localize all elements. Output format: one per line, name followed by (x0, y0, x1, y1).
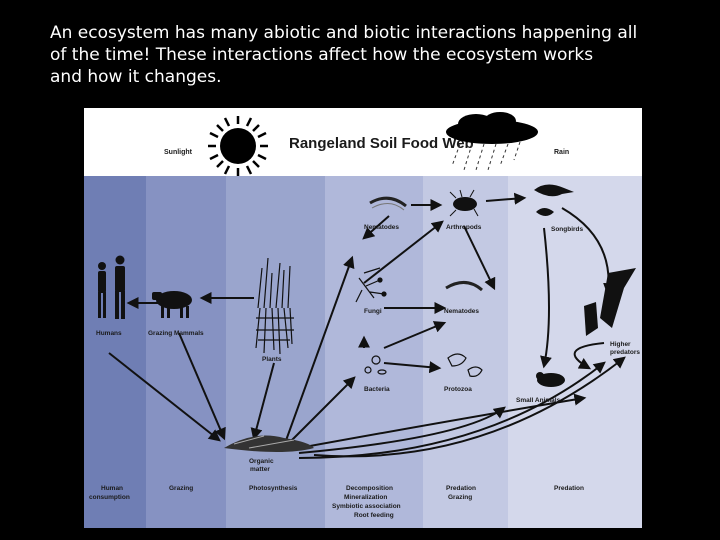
arrow-arthropods-down (463, 225, 496, 291)
songbirds-label: Songbirds (551, 226, 584, 233)
bottom-human-2: consumption (89, 494, 130, 501)
fungi-icon (355, 267, 387, 303)
food-web-diagram: Sunlight Rangeland Soil Food Web Rain (84, 108, 642, 528)
bacteria-icon (364, 355, 387, 375)
arrow-organic-to-fungi (283, 255, 355, 447)
arrow-predators-small (573, 342, 605, 370)
cow-icon (152, 291, 192, 318)
band-grazing (146, 176, 226, 528)
band-human (84, 176, 146, 528)
arrow-nematodes-up (362, 215, 390, 240)
arrow-humans-to-organic (108, 352, 221, 442)
band-predation-grazing (423, 176, 508, 528)
organic-matter-label-1: Organic (249, 458, 274, 465)
organic-matter-label-2: matter (250, 466, 270, 473)
rain-cloud-icon (446, 112, 538, 171)
arrow-plants-to-organic (250, 362, 275, 441)
sunlight-label: Sunlight (164, 149, 193, 156)
humans-icon (98, 255, 125, 319)
diagram-header (84, 108, 642, 176)
arrow-arthropods-to-songbirds (485, 192, 527, 205)
bottom-grazing: Grazing (169, 485, 193, 492)
band-photosynthesis (226, 176, 325, 528)
bottom-symbiotic: Symbiotic association (332, 503, 401, 510)
arrow-bacteria-to-protozoa (383, 361, 442, 374)
grazing-mammals-label: Grazing Mammals (148, 330, 204, 337)
arthropods-label: Arthropods (446, 224, 482, 231)
fungi-label: Fungi (364, 308, 382, 315)
nematodes-top-label: Nematodes (364, 224, 399, 231)
bottom-root-feeding: Root feeding (354, 512, 394, 519)
small-animals-label: Small Animals (516, 397, 561, 404)
plants-label: Plants (262, 356, 282, 363)
bottom-grazing-2: Grazing (448, 494, 472, 501)
bottom-predation-1: Predation (446, 485, 476, 492)
arrow-small-animals-to-organic (298, 393, 587, 449)
diagram-title: Rangeland Soil Food Web (289, 135, 474, 152)
nematodes-mid-label: Nematodes (444, 308, 479, 315)
arrow-songbirds-to-small-animals (540, 227, 552, 369)
caption-line-1: An ecosystem has many abiotic and biotic… (50, 23, 638, 43)
arrow-bacteria-to-nematodes (383, 321, 447, 349)
nematode-mid-icon (445, 281, 483, 292)
sun-icon (208, 116, 268, 176)
humans-label: Humans (96, 330, 122, 337)
higher-predators-label-2: predators (610, 349, 640, 356)
bottom-decomposition: Decomposition (346, 485, 393, 492)
rain-label: Rain (554, 149, 569, 156)
protozoa-label: Protozoa (444, 386, 472, 393)
plants-icon (255, 257, 294, 355)
bacteria-label: Bacteria (364, 386, 390, 393)
arrow-organic-to-bacteria (288, 376, 356, 444)
protozoa-icon (447, 353, 483, 377)
caption-line-2: of the time! These interactions affect h… (50, 45, 594, 65)
higher-predators-label-1: Higher (610, 341, 631, 348)
predator-bird-icon (584, 268, 636, 336)
bottom-photosynthesis: Photosynthesis (249, 485, 298, 492)
small-animal-icon (536, 372, 565, 387)
organic-matter-icon (224, 435, 314, 452)
bottom-predation-2: Predation (554, 485, 584, 492)
arrow-fungi-to-arthropods (363, 220, 444, 284)
arrow-protozoa-to-organic (298, 406, 506, 454)
bottom-human-1: Human (101, 485, 123, 492)
food-web-arrows (108, 192, 626, 459)
nematode-icon (369, 196, 407, 211)
arrow-predators-loop (313, 356, 626, 458)
slide-caption: An ecosystem has many abiotic and biotic… (50, 22, 690, 88)
songbird-icon (534, 184, 574, 216)
caption-line-3: and how it changes. (50, 67, 222, 87)
arthropod-icon (449, 189, 479, 217)
arrow-grazers-to-organic (178, 332, 226, 441)
bottom-mineralization: Mineralization (344, 494, 387, 501)
